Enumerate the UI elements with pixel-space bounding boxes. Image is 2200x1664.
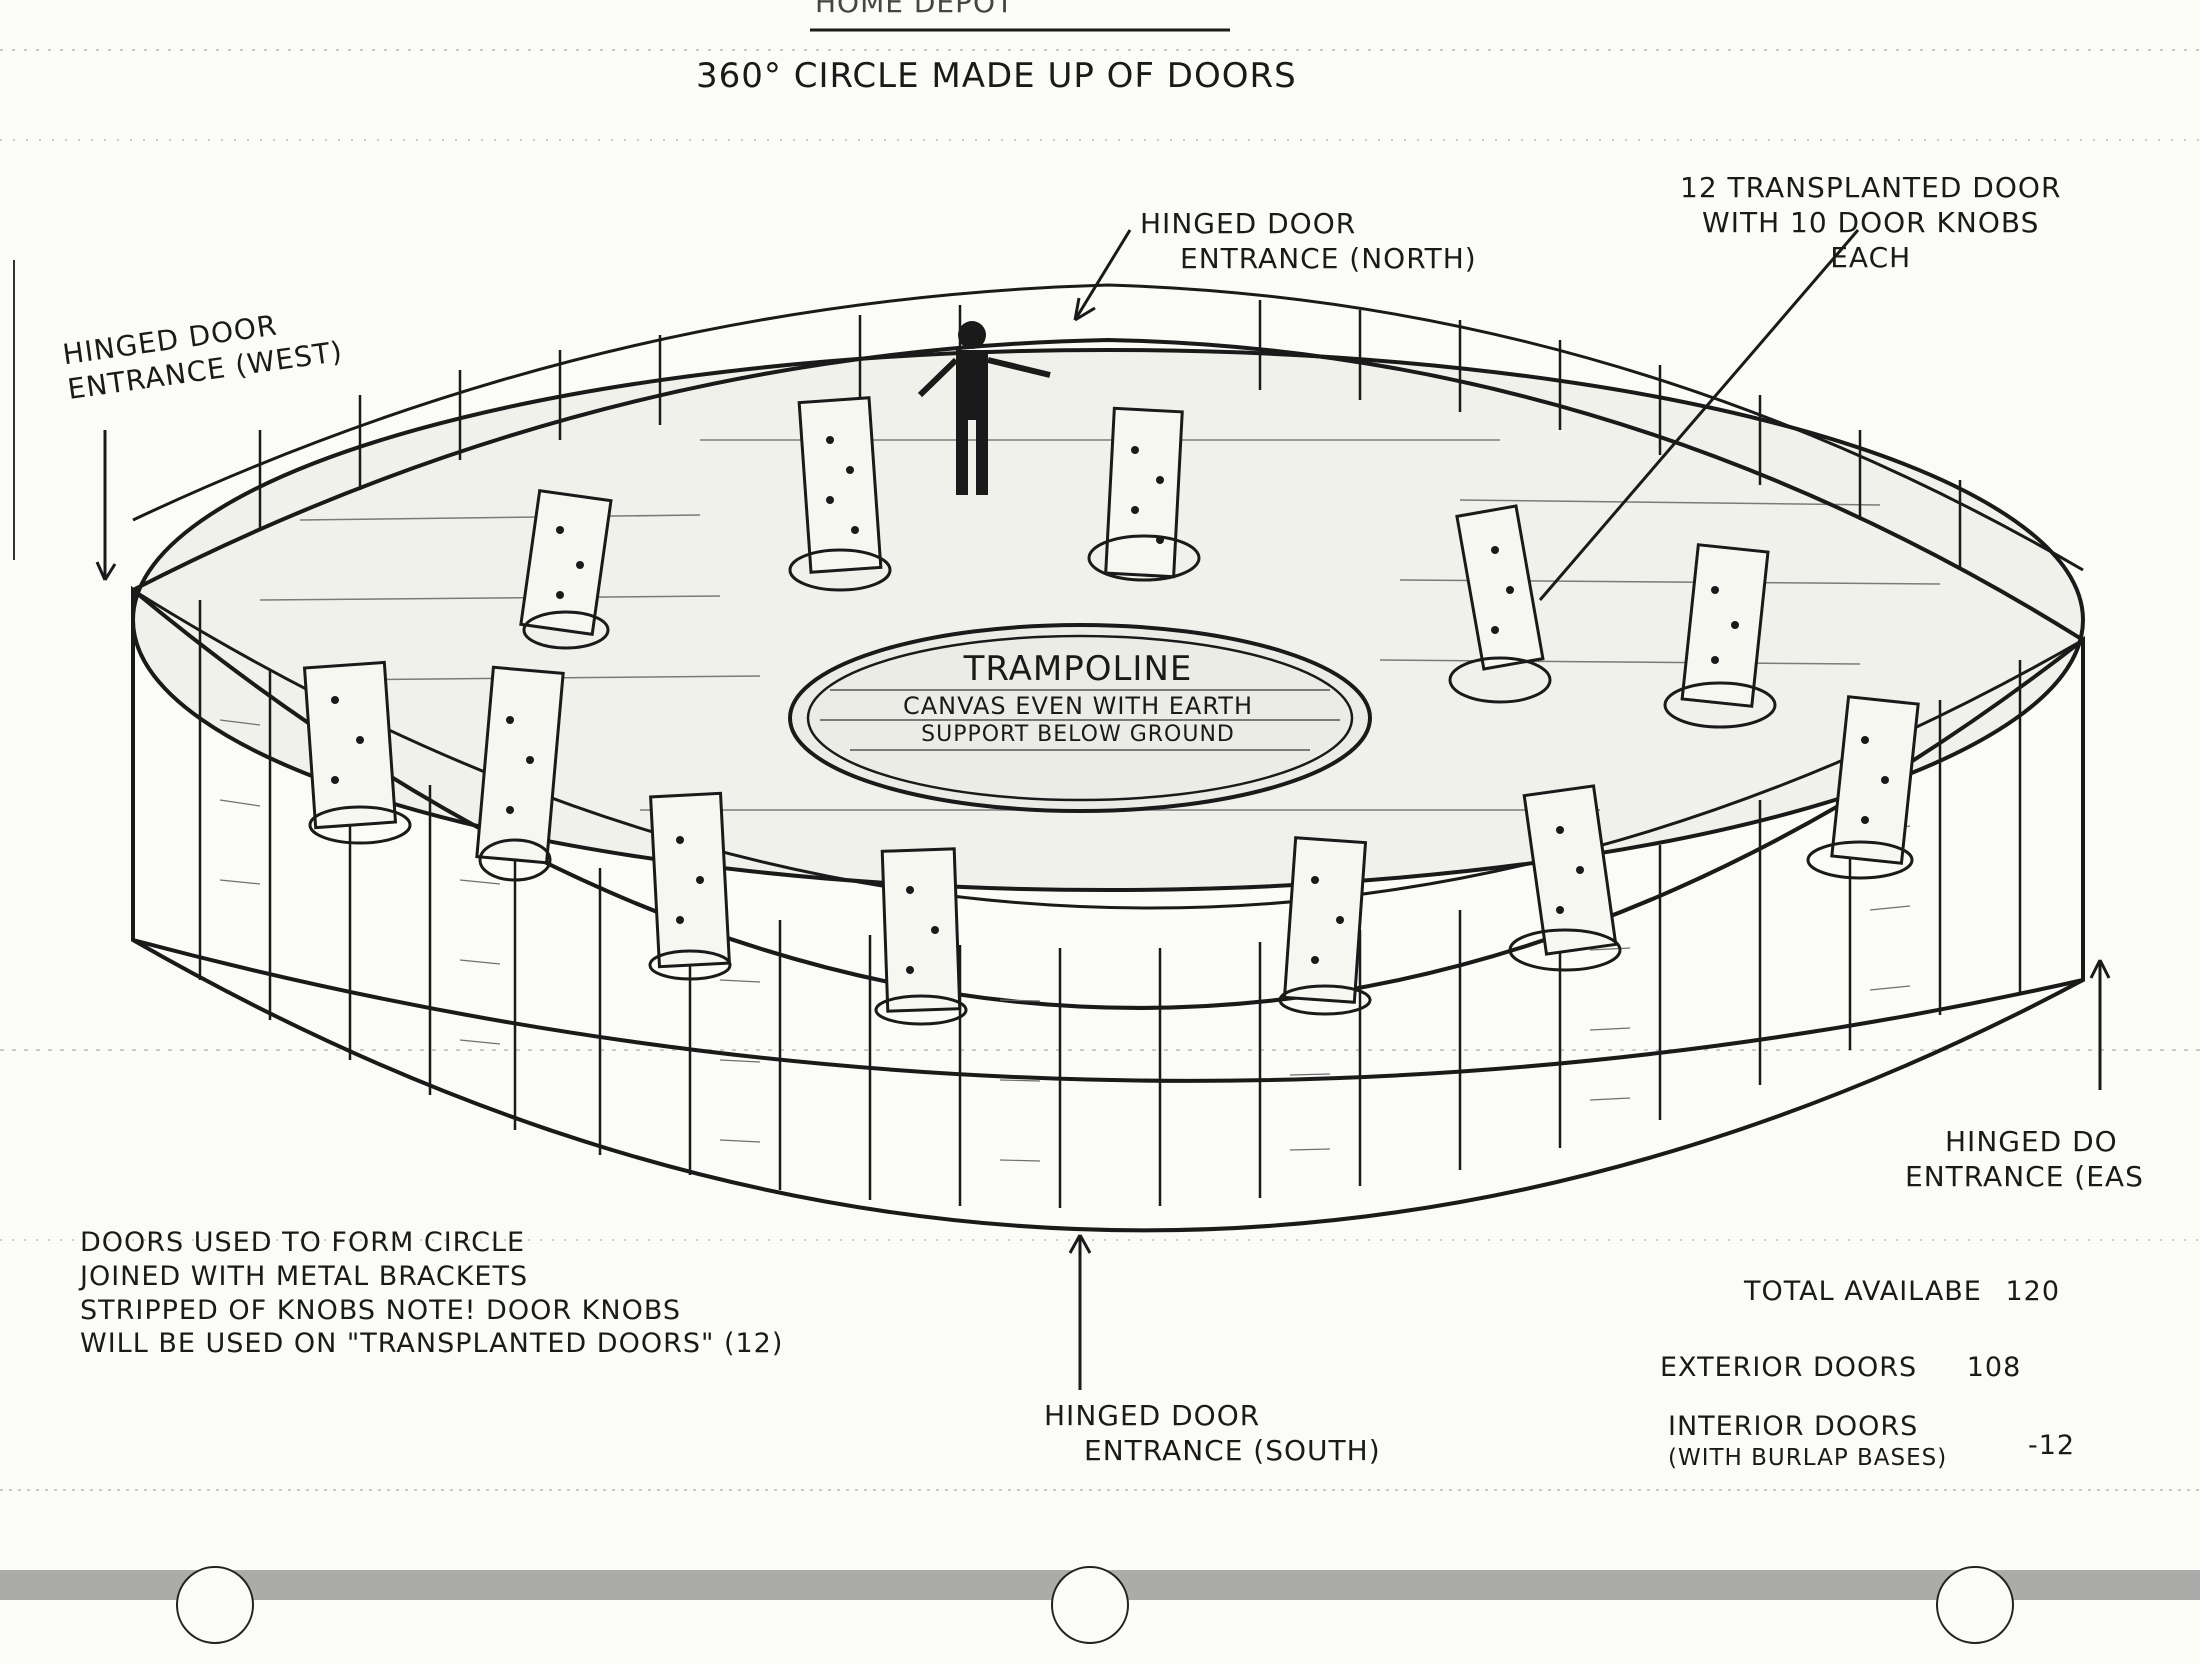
note-line-4: WILL BE USED ON "TRANSPLANTED DOORS" (12… [80,1328,784,1360]
label-east-line-2: ENTRANCE (EAS [1905,1160,2144,1193]
transplanted-door [788,396,892,592]
label-trampoline-line-1: TRAMPOLINE [963,649,1193,689]
transplanted-door [1448,504,1552,704]
page-title: 360° CIRCLE MADE UP OF DOORS [696,56,1297,96]
note-line-3: STRIPPED OF KNOBS NOTE! DOOR KNOBS [80,1294,682,1326]
copy-noise [0,49,2200,1491]
note-line-2: JOINED WITH METAL BRACKETS [80,1260,529,1292]
transplanted-door [475,665,565,882]
binder-strip [0,1566,2200,1644]
total-available-row: TOTAL AVAILABE 120 [1744,1276,2060,1307]
transplanted-door [1806,695,1920,880]
transplanted-door [1087,406,1201,582]
transplanted-door [302,660,412,845]
transplanted-door [519,488,613,650]
construction-notes: DOORS USED TO FORM CIRCLE JOINED WITH ME… [80,1226,783,1361]
interior-doors-label-1: INTERIOR DOORS [1668,1411,1919,1442]
label-north-line-2: ENTRANCE (NORTH) [1180,242,1477,275]
transplanted-leader [1538,229,1860,601]
transplanted-door [874,847,968,1026]
total-available-label: TOTAL AVAILABE [1744,1276,1982,1307]
note-line-1: DOORS USED TO FORM CIRCLE [80,1227,526,1258]
north-arrow [1073,229,1132,321]
exterior-doors-label: EXTERIOR DOORS [1660,1352,1918,1383]
label-transplanted-line-2: WITH 10 DOOR KNOBS [1702,206,2040,239]
interior-doors-row: INTERIOR DOORS (WITH BURLAP BASES) [1668,1410,1947,1473]
label-south-line-1: HINGED DOOR [1044,1399,1261,1432]
exterior-doors-value: 108 [1966,1352,2022,1383]
label-trampoline-line-3: SUPPORT BELOW GROUND [921,721,1235,747]
transplanted-door [1278,836,1372,1016]
header-partial: HOME DEPOT [815,0,1015,19]
arrows [95,229,2111,1390]
total-available-value: 120 [2005,1276,2061,1307]
exterior-doors-row: EXTERIOR DOORS 108 [1660,1352,2021,1383]
label-transplanted-line-1: 12 TRANSPLANTED DOOR [1680,171,2062,204]
trampoline [788,623,1372,813]
label-transplanted-doors: 12 TRANSPLANTED DOOR WITH 10 DOOR KNOBS … [1680,170,2061,275]
transplanted-door [648,791,732,981]
transplanted-doors [302,396,1920,1026]
label-trampoline-line-2: CANVAS EVEN WITH EARTH [903,691,1253,720]
interior-doors-value: -12 [2028,1430,2076,1461]
label-transplanted-line-3: EACH [1830,241,1912,274]
label-trampoline: TRAMPOLINE CANVAS EVEN WITH EARTH SUPPOR… [838,648,1318,748]
label-south-line-2: ENTRANCE (SOUTH) [1084,1434,1381,1467]
label-north-entrance: HINGED DOOR ENTRANCE (NORTH) [1140,206,1477,276]
label-east-entrance: HINGED DO ENTRANCE (EAS [1905,1124,2144,1194]
person-figure [917,321,1051,495]
interior-doors-label-2: (WITH BURLAP BASES) [1668,1444,1948,1471]
label-east-line-1: HINGED DO [1945,1125,2118,1158]
transplanted-door [1663,543,1777,729]
transplanted-door [1508,784,1622,972]
door-knobs [331,436,1889,974]
label-north-line-1: HINGED DOOR [1140,207,1357,240]
label-south-entrance: HINGED DOOR ENTRANCE (SOUTH) [1044,1398,1381,1468]
